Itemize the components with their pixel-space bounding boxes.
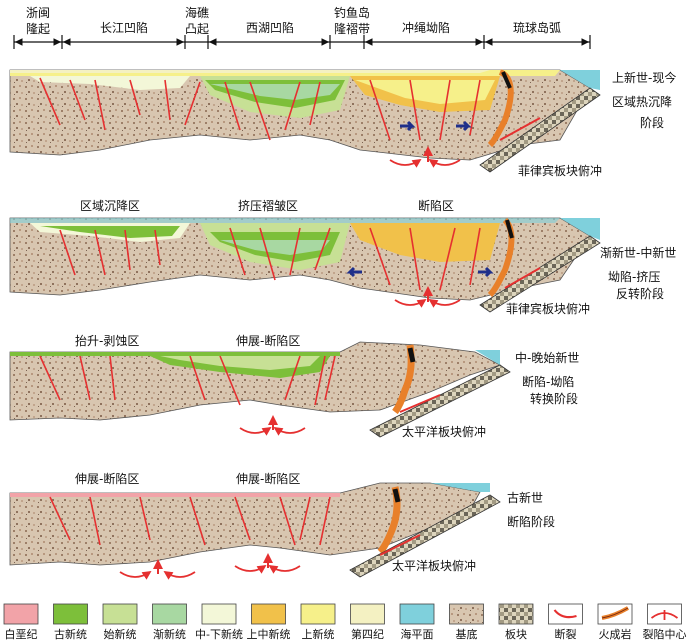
legend-item: 火成岩 (597, 603, 633, 641)
legend-label: 上中新统 (247, 627, 291, 641)
section1-stage-line1: 上新世-现今 (612, 70, 676, 85)
section2-region-3: 断陷区 (418, 198, 454, 213)
legend-item: 海平面 (399, 603, 435, 641)
section-3: 抬升-剥蚀区 伸展-断陷区 中-晚始新世 断陷-坳陷 转换阶段 太平洋板块俯冲 (9, 333, 579, 439)
legend-label: 裂陷中心 (643, 627, 687, 641)
legend-swatch (548, 603, 583, 625)
legend-label: 基底 (456, 627, 478, 641)
section2-stage-line3: 反转阶段 (616, 286, 664, 301)
legend-item: 中-下新统 (195, 603, 243, 641)
legend: 白垩纪 古新统 始新统 渐新统中-下新统上中新统上新统 第四纪 海平面 基底 板块 断裂 火成岩裂… (3, 603, 687, 641)
legend-item: 断裂 (548, 603, 583, 641)
legend-swatch (102, 603, 138, 625)
zone-header: 浙闽 隆起 长江凹陷 海礁 凸起 西湖凹陷 钓鱼岛 隆褶带 冲绳坳陷 琉球岛弧 (13, 5, 591, 49)
legend-item: 上新统 (300, 603, 336, 641)
zone-zhemin-line1: 浙闽 (26, 6, 50, 20)
zone-changjiang: 长江凹陷 (100, 20, 148, 35)
zone-xihu: 西湖凹陷 (246, 20, 294, 35)
legend-label: 火成岩 (599, 627, 632, 641)
section4-region-1: 伸展-断陷区 (75, 471, 139, 486)
section2-subduction: 菲律宾板块俯冲 (506, 301, 590, 316)
section3-subduction: 太平洋板块俯冲 (402, 424, 486, 439)
legend-swatch (300, 603, 336, 625)
section2-region-2: 挤压褶皱区 (238, 198, 298, 213)
legend-swatch (53, 603, 88, 625)
section3-stage-line1: 中-晚始新世 (515, 350, 579, 365)
legend-item: 上中新统 (247, 603, 291, 641)
legend-item: 板块 (498, 603, 534, 641)
section2-stage-line2: 坳陷-挤压 (608, 269, 660, 284)
legend-label: 始新统 (104, 627, 137, 641)
legend-label: 板块 (505, 627, 527, 641)
legend-label: 渐新统 (153, 627, 186, 641)
zone-zhemin-line2: 隆起 (26, 21, 50, 36)
section3-stage-line3: 转换阶段 (530, 391, 578, 406)
legend-label: 海平面 (401, 627, 434, 641)
section4-stage-line2: 断陷阶段 (507, 514, 555, 529)
legend-item: 渐新统 (152, 603, 187, 641)
section-2: 区域沉降区 挤压褶皱区 断陷区 渐新世-中新世 坳陷-挤压 反转阶段 菲律宾板块… (9, 198, 676, 316)
section-1: 上新世-现今 区域热沉降 阶段 菲律宾板块俯冲 (9, 69, 676, 178)
section-4: 伸展-断陷区 伸展-断陷区 古新世 断陷阶段 太平洋板块俯冲 (9, 471, 555, 580)
legend-swatch (251, 603, 286, 625)
legend-swatch (201, 603, 237, 625)
legend-item: 古新统 (53, 603, 88, 641)
zone-haijiao-line2: 凸起 (185, 22, 209, 36)
legend-swatch (3, 603, 39, 625)
section1-stage-line2: 区域热沉降 (612, 95, 672, 109)
section3-region-2: 伸展-断陷区 (236, 333, 300, 348)
legend-item: 始新统 (102, 603, 138, 641)
legend-item: 基底 (449, 603, 484, 641)
section1-stage-line3: 阶段 (640, 115, 664, 130)
rift-center-icon (650, 610, 679, 620)
legend-swatch (449, 603, 484, 625)
section3-stage-line2: 断陷-坳陷 (522, 374, 574, 389)
legend-swatch (498, 603, 534, 625)
legend-item: 第四纪 (350, 603, 385, 641)
section3-region-1: 抬升-剥蚀区 (75, 334, 139, 348)
section2-stage-line1: 渐新世-中新世 (600, 245, 676, 260)
legend-swatch (399, 603, 435, 625)
legend-swatch (350, 603, 385, 625)
igneous-rock-outline (601, 607, 629, 619)
legend-item: 裂陷中心 (643, 603, 687, 641)
section2-region-1: 区域沉降区 (80, 199, 140, 213)
section4-region-2: 伸展-断陷区 (236, 471, 300, 486)
zone-ryukyu: 琉球岛弧 (513, 20, 561, 35)
legend-item: 白垩纪 (3, 603, 39, 641)
legend-label: 中-下新统 (195, 627, 243, 641)
section1-subduction: 菲律宾板块俯冲 (518, 163, 602, 178)
zone-haijiao-line1: 海礁 (185, 5, 209, 20)
legend-label: 古新统 (54, 627, 87, 641)
legend-label: 白垩纪 (5, 627, 38, 641)
zone-diaoyu-line2: 隆褶带 (334, 21, 370, 36)
section4-subduction: 太平洋板块俯冲 (392, 558, 476, 573)
legend-label: 断裂 (555, 627, 577, 641)
section4-stage-line1: 古新世 (507, 490, 543, 505)
zone-diaoyu-line1: 钓鱼岛 (334, 5, 370, 20)
legend-label: 第四纪 (351, 627, 384, 641)
legend-label: 上新统 (302, 627, 335, 641)
zone-okinawa: 冲绳坳陷 (402, 20, 450, 35)
fault-icon (553, 609, 577, 619)
legend-swatch (152, 603, 187, 625)
